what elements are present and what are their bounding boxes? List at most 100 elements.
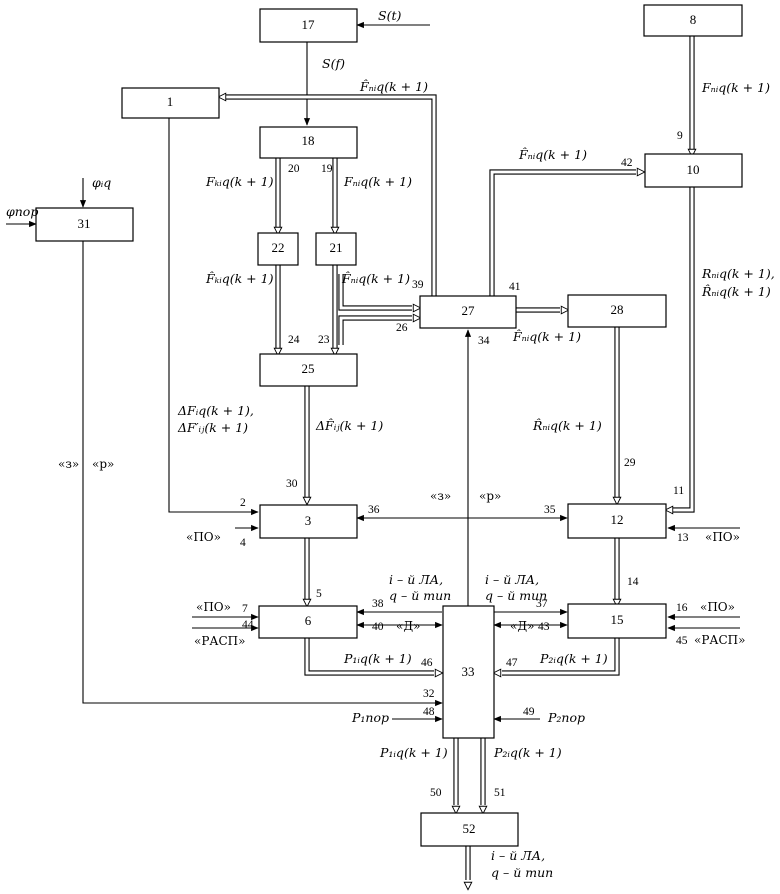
tag-la-bottom-1: i – й ЛА, xyxy=(491,848,545,863)
block-31: 31 xyxy=(36,208,133,241)
port-39: 39 xyxy=(412,279,424,291)
port-51: 51 xyxy=(494,787,506,799)
tag-r-left: «р» xyxy=(92,457,114,471)
label-s-t: S(t) xyxy=(378,8,401,23)
port-24: 24 xyxy=(288,334,300,346)
port-46: 46 xyxy=(421,657,433,669)
port-41: 41 xyxy=(509,281,521,293)
block-52: 52 xyxy=(421,813,518,846)
port-14: 14 xyxy=(627,576,639,588)
blocks: 17 8 1 18 10 31 22 21 27 28 25 3 12 6 15… xyxy=(36,5,742,846)
tag-la-left-2: q – й тип xyxy=(389,588,451,603)
label-fkiq-hat-22: F̂ₖᵢq(k + 1) xyxy=(205,271,274,286)
label-fniq-19: Fₙᵢq(k + 1) xyxy=(343,174,412,189)
port-7: 7 xyxy=(242,603,248,615)
port-30: 30 xyxy=(286,478,298,490)
label-fniq-hat-21: F̂ₙᵢq(k + 1) xyxy=(341,271,410,286)
block-18: 18 xyxy=(260,127,357,158)
port-43: 43 xyxy=(538,621,550,633)
port-16: 16 xyxy=(676,602,688,614)
block-31-label: 31 xyxy=(78,216,91,231)
block-28: 28 xyxy=(568,295,666,327)
port-37: 37 xyxy=(536,598,548,610)
port-44: 44 xyxy=(242,619,254,631)
tag-la-right-1: i – й ЛА, xyxy=(485,572,539,587)
tag-d-43: «Д» xyxy=(510,619,534,633)
block-1: 1 xyxy=(122,88,219,118)
block-17-label: 17 xyxy=(302,17,316,32)
tag-po-3: «ПО» xyxy=(186,530,221,544)
label-p1iq-46: P₁ᵢq(k + 1) xyxy=(343,651,412,666)
block-27: 27 xyxy=(420,296,516,328)
label-rniq-hat-29: R̂ₙᵢq(k + 1) xyxy=(532,418,602,433)
block-21: 21 xyxy=(316,233,356,265)
block-15-label: 15 xyxy=(611,612,624,627)
block-22: 22 xyxy=(258,233,298,265)
port-40: 40 xyxy=(372,621,384,633)
port-26: 26 xyxy=(396,322,408,334)
block-27-label: 27 xyxy=(462,303,476,318)
port-29: 29 xyxy=(624,457,636,469)
block-12-label: 12 xyxy=(611,512,624,527)
port-38: 38 xyxy=(372,598,384,610)
block-25-label: 25 xyxy=(302,361,315,376)
block-15: 15 xyxy=(568,604,666,638)
block-21-label: 21 xyxy=(330,240,343,255)
port-34: 34 xyxy=(478,335,490,347)
port-32: 32 xyxy=(423,688,435,700)
tag-po-16: «ПО» xyxy=(700,600,735,614)
label-rniq-a: Rₙᵢq(k + 1), xyxy=(701,266,775,281)
label-fniq-hat-39: F̂ₙᵢq(k + 1) xyxy=(359,79,428,94)
label-p1por: P₁пор xyxy=(351,710,389,725)
block-52-label: 52 xyxy=(463,821,476,836)
label-phi-iq: φᵢq xyxy=(92,175,111,190)
tag-r-mid: «р» xyxy=(479,489,501,503)
tag-po-7: «ПО» xyxy=(196,600,231,614)
port-36: 36 xyxy=(368,504,380,516)
block-3: 3 xyxy=(260,505,357,538)
block-3-label: 3 xyxy=(305,513,312,528)
tag-rasp-44: «РАСП» xyxy=(194,634,246,648)
port-48: 48 xyxy=(423,706,435,718)
port-47: 47 xyxy=(506,657,518,669)
block-25: 25 xyxy=(260,354,357,386)
port-19: 19 xyxy=(321,163,333,175)
tag-la-left-1: i – й ЛА, xyxy=(389,572,443,587)
block-10: 10 xyxy=(645,154,742,187)
block-17: 17 xyxy=(260,9,357,42)
port-23: 23 xyxy=(318,334,330,346)
block-22-label: 22 xyxy=(272,240,285,255)
port-42: 42 xyxy=(621,157,633,169)
tag-d-40: «Д» xyxy=(396,619,420,633)
port-50: 50 xyxy=(430,787,442,799)
signal-labels: S(t) S(f) F̂ₙᵢq(k + 1) Fₙᵢq(k + 1) Fₖᵢq(… xyxy=(6,8,775,760)
block-10-label: 10 xyxy=(687,162,700,177)
port-5: 5 xyxy=(316,588,322,600)
label-fniq-8: Fₙᵢq(k + 1) xyxy=(701,80,770,95)
label-phi-por: φпор xyxy=(6,204,38,219)
tag-z-mid: «з» xyxy=(430,489,451,503)
block-18-label: 18 xyxy=(302,133,315,148)
label-dfiq-a: ΔFᵢq(k + 1), xyxy=(177,403,254,418)
label-p2iq-51: P₂ᵢq(k + 1) xyxy=(493,745,562,760)
port-2: 2 xyxy=(240,497,246,509)
label-p2por: P₂пор xyxy=(547,710,585,725)
port-11: 11 xyxy=(673,485,684,497)
block-6: 6 xyxy=(259,606,357,638)
tag-rasp-45: «РАСП» xyxy=(694,633,746,647)
block-28-label: 28 xyxy=(611,302,624,317)
tag-po-13: «ПО» xyxy=(705,530,740,544)
port-4: 4 xyxy=(240,537,246,549)
label-fniq-hat-28: F̂ₙᵢq(k + 1) xyxy=(512,329,581,344)
label-fniq-hat-42: F̂ₙᵢq(k + 1) xyxy=(518,147,587,162)
block-8-label: 8 xyxy=(690,12,697,27)
port-45: 45 xyxy=(676,635,688,647)
tag-la-bottom-2: q – й тип xyxy=(491,865,553,880)
label-fkiq-20: Fₖᵢq(k + 1) xyxy=(205,174,274,189)
block-1-label: 1 xyxy=(167,94,174,109)
block-33: 33 xyxy=(443,606,494,738)
block-12: 12 xyxy=(568,504,666,538)
port-9: 9 xyxy=(677,130,683,142)
